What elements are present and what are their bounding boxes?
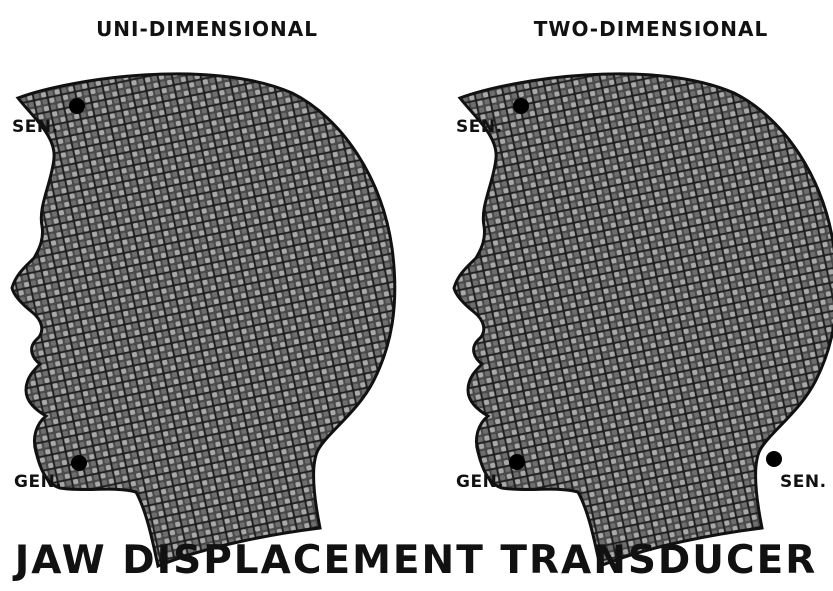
sensor-label: SEN. <box>12 117 59 137</box>
generator-marker <box>509 454 525 470</box>
figure-caption: JAW DISPLACEMENT TRANSDUCER <box>12 538 818 583</box>
sensor-marker <box>69 98 85 114</box>
two-dimensional-panel: TWO-DIMENSIONAL SEN. GEN. SEN. <box>454 17 833 566</box>
head-silhouette <box>12 74 395 566</box>
neck-sensor-label: SEN. <box>780 472 827 492</box>
uni-dimensional-panel: UNI-DIMENSIONAL SEN. GEN. <box>12 17 395 566</box>
generator-marker <box>71 455 87 471</box>
sensor-label: SEN. <box>456 117 503 137</box>
generator-label: GEN. <box>14 472 62 492</box>
neck-sensor-marker <box>766 451 782 467</box>
generator-label: GEN. <box>456 472 504 492</box>
sensor-marker <box>513 98 529 114</box>
head-silhouette <box>454 74 833 566</box>
panel-title: UNI-DIMENSIONAL <box>96 17 318 41</box>
panel-title: TWO-DIMENSIONAL <box>534 17 769 41</box>
